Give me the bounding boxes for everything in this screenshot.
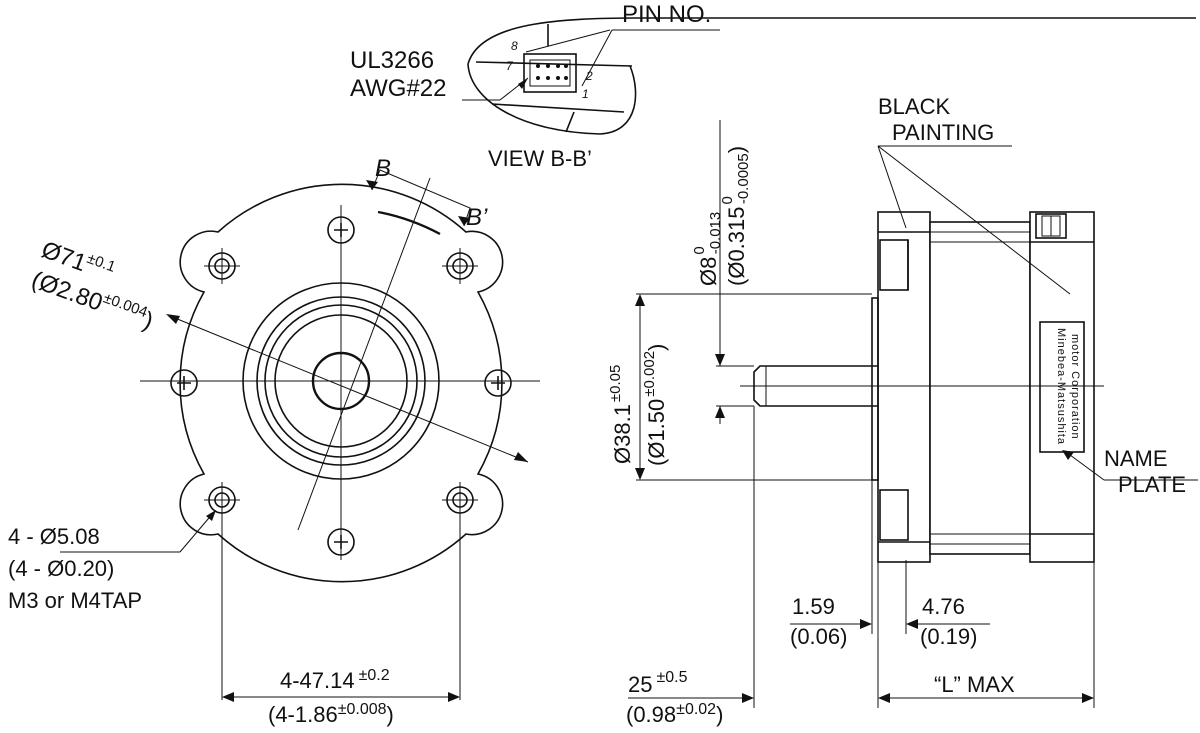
name-plate-label-line2: PLATE xyxy=(1118,472,1186,497)
stator-body xyxy=(929,221,1031,555)
pin-1-label: 1 xyxy=(582,87,589,101)
pilot-boss xyxy=(871,297,879,481)
nameplate-maker-line2: motor Corporation xyxy=(1069,334,1081,440)
flange-thickness-in: (0.06) xyxy=(790,624,847,649)
name-plate-label-line1: NAME xyxy=(1104,446,1168,471)
flange-thickness-mm: 1.59 xyxy=(792,594,835,619)
front-view xyxy=(60,169,540,702)
connector-housing xyxy=(523,53,577,93)
screw-right xyxy=(484,369,512,397)
view-bb-title: VIEW B-B’ xyxy=(488,146,592,171)
screw-left xyxy=(170,369,198,397)
connector-view xyxy=(462,17,1196,135)
cable-spec-line2: AWG#22 xyxy=(350,75,446,102)
front-flange xyxy=(877,211,931,563)
shaft-length-in: (0.98±0.02) xyxy=(626,701,723,727)
hole-spec-line2: (4 - Ø0.20) xyxy=(8,556,114,581)
shaft-diameter-in: (Ø0.3150-0.0005) xyxy=(719,146,752,286)
nameplate-maker-line1: Minebea-Matsushita xyxy=(1055,328,1067,445)
black-painting-line1: BLACK xyxy=(878,94,950,119)
step-length-mm: 4.76 xyxy=(922,594,965,619)
cable-spec-line1: UL3266 xyxy=(350,47,434,74)
hole-spec-line3: M3 or M4TAP xyxy=(8,588,142,613)
motor-length-label: “L” MAX xyxy=(934,672,1015,697)
name-plate xyxy=(1039,321,1085,453)
pin-7-label: 7 xyxy=(506,59,514,73)
pilot-diameter-mm: Ø38.1±0.05 xyxy=(607,365,635,464)
section-b-label: B xyxy=(375,155,391,182)
pilot-diameter-in: (Ø1.50±0.002) xyxy=(641,344,669,466)
side-view xyxy=(628,120,1198,708)
pin-8-label: 8 xyxy=(511,39,518,53)
black-painting-line2: PAINTING xyxy=(892,120,994,145)
outer-diameter-in: (Ø2.80±0.004) xyxy=(28,264,157,335)
pin-2-label: 2 xyxy=(585,69,593,83)
hole-spec-line1: 4 - Ø5.08 xyxy=(8,524,100,549)
shaft-diameter-mm: Ø80-0.013 xyxy=(691,212,724,286)
hole-pitch-mm: 4-47.14±0.2 xyxy=(280,667,390,693)
section-b-prime-label: B’ xyxy=(466,204,488,231)
motor-flange-outline xyxy=(179,183,504,583)
connector-side xyxy=(1035,213,1067,239)
shaft-length-mm: 25±0.5 xyxy=(628,669,688,697)
step-length-in: (0.19) xyxy=(920,624,977,649)
pin-no-label: PIN NO. xyxy=(622,1,711,28)
hole-pitch-in: (4-1.86±0.008) xyxy=(268,701,394,727)
